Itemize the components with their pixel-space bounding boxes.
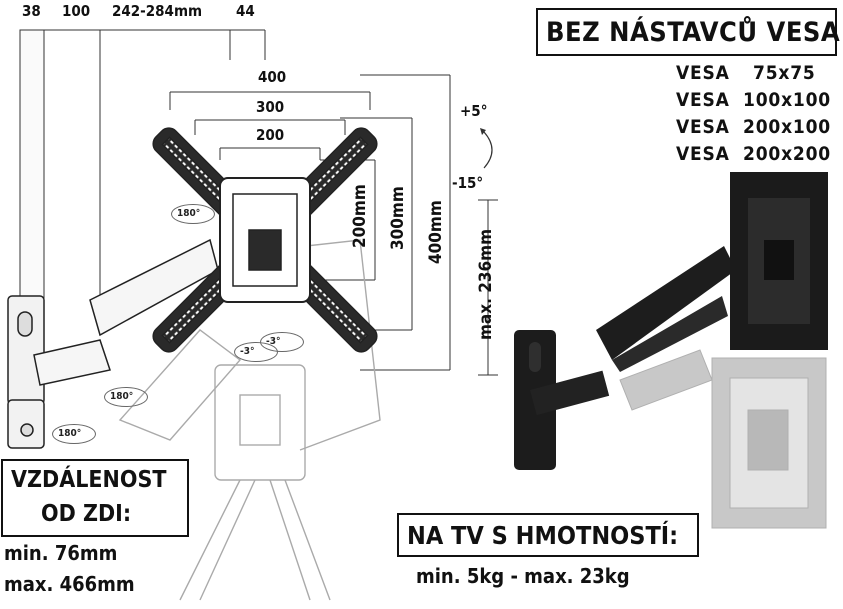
vesa-size: 200x200 xyxy=(743,143,831,165)
wall-distance-box: VZDÁLENOST OD ZDI: xyxy=(1,459,189,537)
tilt-up-label: +5° xyxy=(460,102,488,120)
no-vesa-adapter-title: BEZ NÁSTAVCŮ VESA xyxy=(546,17,841,48)
vesa-size: 75x75 xyxy=(753,62,816,84)
dim-label-38: 38 xyxy=(22,2,41,20)
wall-column xyxy=(19,29,45,299)
wall-distance-title-2: OD ZDI: xyxy=(41,501,132,527)
swivel-badge: -3° xyxy=(260,332,303,352)
width-200-label: 200 xyxy=(256,126,285,144)
max-height-label: max. 236mm xyxy=(476,228,496,340)
rotation-badge: 180° xyxy=(51,424,97,444)
wall-distance-title-1: VZDÁLENOST xyxy=(11,467,167,493)
vesa-width-lines xyxy=(169,91,371,160)
gray-bracket-ghost xyxy=(619,349,827,529)
wall-distance-min: min. 76mm xyxy=(4,541,118,565)
dim-label-100: 100 xyxy=(62,2,91,20)
black-bracket-photo xyxy=(514,172,828,470)
height-200mm-label: 200mm xyxy=(350,184,370,248)
tilt-arrow-icon xyxy=(483,131,493,169)
dim-label-44: 44 xyxy=(236,2,255,20)
vesa-label: VESA xyxy=(676,62,730,84)
rotation-badge: 180° xyxy=(103,387,149,407)
dim-label-arm-range: 242-284mm xyxy=(112,2,203,20)
height-400mm-label: 400mm xyxy=(426,200,446,264)
wall-distance-max: max. 466mm xyxy=(4,572,135,596)
swivel-badge: -3° xyxy=(234,342,277,362)
line-drawing-bracket xyxy=(7,238,219,449)
height-300mm-label: 300mm xyxy=(388,186,408,250)
width-300-label: 300 xyxy=(256,98,285,116)
vesa-plate-line xyxy=(152,127,378,353)
width-400-label: 400 xyxy=(258,68,287,86)
rotation-badge: 180° xyxy=(170,204,216,224)
vesa-size: 100x100 xyxy=(743,89,831,111)
tv-weight-title: NA TV S HMOTNOSTÍ: xyxy=(407,521,679,550)
tv-weight-range: min. 5kg - max. 23kg xyxy=(416,564,630,588)
vesa-label: VESA xyxy=(676,143,730,165)
tv-weight-box: NA TV S HMOTNOSTÍ: xyxy=(397,513,699,557)
vesa-size: 200x100 xyxy=(743,116,831,138)
no-vesa-adapter-box: BEZ NÁSTAVCŮ VESA xyxy=(536,8,841,56)
vesa-label: VESA xyxy=(676,116,730,138)
vesa-label: VESA xyxy=(676,89,730,111)
tilt-down-label: -15° xyxy=(452,174,484,192)
